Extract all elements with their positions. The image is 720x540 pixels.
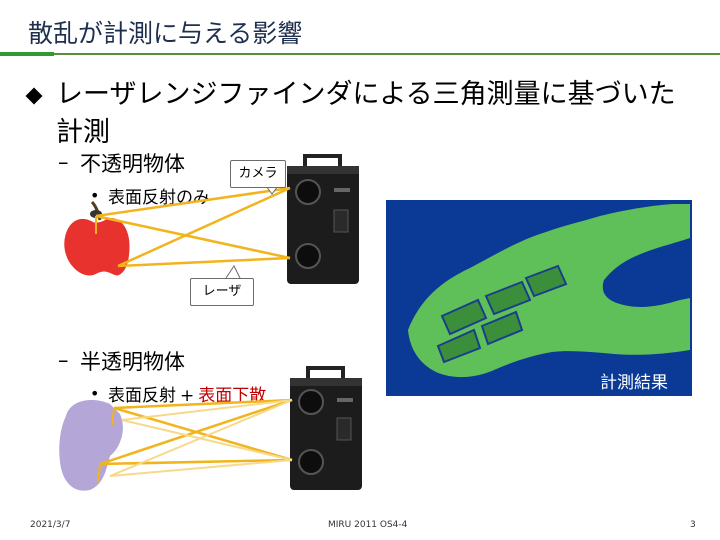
range-finder-scanner-icon xyxy=(287,156,359,284)
hand-scan-image xyxy=(386,200,692,396)
footer-date: 2021/3/7 xyxy=(30,520,70,530)
footer-page-number: 3 xyxy=(690,520,696,530)
laser-callout: レーザ xyxy=(190,278,254,306)
laser-callout-tail xyxy=(226,266,240,278)
camera-callout: カメラ xyxy=(230,160,286,188)
range-finder-scanner-icon-2 xyxy=(290,368,362,490)
measurement-result-label: 計測結果 xyxy=(600,368,668,393)
laser-rays-translucent xyxy=(98,400,292,482)
footer-center: MIRU 2011 OS4-4 xyxy=(328,520,407,530)
